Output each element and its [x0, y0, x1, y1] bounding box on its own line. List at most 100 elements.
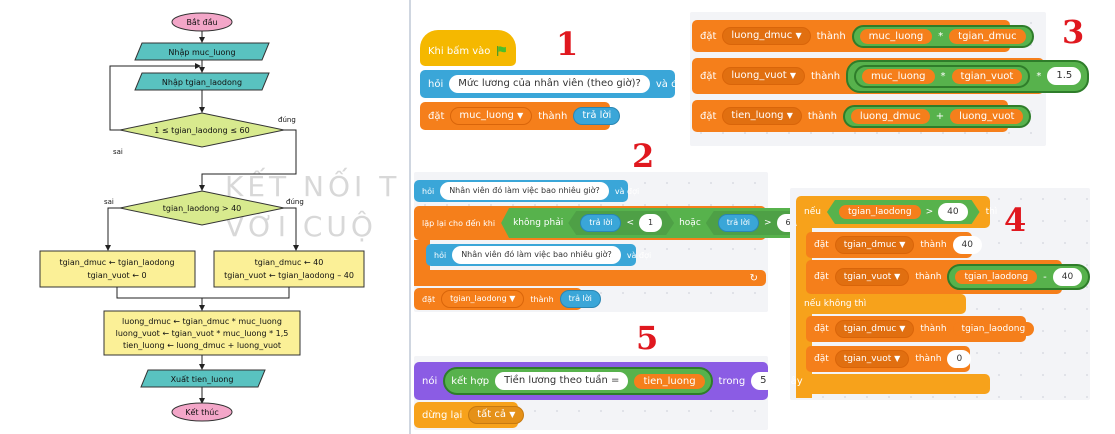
input-tgian-laodong-label: Nhập tgian_laodong — [162, 78, 242, 88]
number-input[interactable]: 40 — [952, 236, 982, 254]
process-calc-line: luong_vuot ← tgian_vuot * muc_luong * 1,… — [116, 329, 289, 338]
variable-name: muc_luong — [459, 110, 514, 121]
variable-dropdown[interactable]: luong_vuot ▼ — [722, 67, 805, 85]
variable-reporter[interactable]: tgian_laodong — [952, 322, 1035, 336]
set-tgian-vuot-block[interactable]: đặt tgian_vuot ▼ thành tgian_laodong - 4… — [806, 260, 1091, 294]
question-input[interactable]: Nhân viên đó làm việc bao nhiêu giờ? — [440, 182, 609, 200]
answer-reporter[interactable]: trả lời — [573, 107, 621, 125]
variable-reporter[interactable]: muc_luong — [859, 28, 933, 44]
variable-dropdown[interactable]: luong_dmuc ▼ — [722, 27, 811, 45]
join-label: kết hợp — [451, 375, 490, 387]
to-label: thành — [810, 70, 841, 82]
variable-name: tgian_vuot — [843, 272, 892, 282]
multiply-operator[interactable]: muc_luong * tgian_vuot — [854, 64, 1031, 88]
ask-label: hỏi — [434, 250, 447, 260]
loop-footer: ↻ — [414, 270, 766, 286]
divider — [409, 0, 411, 434]
variable-name: luong_vuot — [731, 70, 787, 81]
multiply-operator[interactable]: muc_luong * tgian_dmuc — [851, 24, 1034, 48]
repeat-until-block[interactable]: lặp lại cho đến khi không phải trả lời <… — [414, 206, 766, 240]
to-label: thành — [538, 110, 568, 122]
subtract-operator[interactable]: tgian_laodong - 40 — [947, 264, 1091, 290]
repeat-until-label: lặp lại cho đến khi — [422, 218, 496, 228]
less-than-operator[interactable]: trả lời < 1 — [568, 211, 674, 235]
variable-dropdown[interactable]: tgian_dmuc ▼ — [834, 320, 915, 338]
set-luong-dmuc-block[interactable]: đặt luong_dmuc ▼ thành muc_luong * tgian… — [692, 20, 1034, 52]
say-for-secs-block[interactable]: nói kết hợp Tiền lương theo tuần = tien_… — [414, 362, 803, 400]
variable-dropdown[interactable]: tgian_dmuc ▼ — [834, 236, 915, 254]
number-input[interactable]: 40 — [1052, 268, 1083, 286]
answer-reporter[interactable]: trả lời — [718, 214, 759, 232]
hat-label: Khi bấm vào — [428, 45, 491, 57]
variable-reporter[interactable]: tgian_dmuc — [949, 28, 1026, 44]
number-input[interactable]: 1 — [639, 214, 662, 232]
if-else-block[interactable]: nếu tgian_laodong > 40 thì — [796, 196, 997, 228]
set-tgian-dmuc-block[interactable]: đặt tgian_dmuc ▼ thành tgian_laodong — [806, 316, 1035, 342]
variable-dropdown[interactable]: tgian_vuot ▼ — [834, 268, 910, 286]
process-calc-line: luong_dmuc ← tgian_dmuc * muc_luong — [122, 317, 282, 326]
input-tgian-laodong — [134, 72, 270, 91]
or-label: hoặc — [679, 218, 701, 228]
number-input[interactable]: 1.5 — [1047, 67, 1082, 85]
set-label: đặt — [700, 70, 717, 82]
set-tgian-dmuc-block[interactable]: đặt tgian_dmuc ▼ thành 40 — [806, 232, 982, 258]
question-input[interactable]: Nhân viên đó làm việc bao nhiêu giờ? — [452, 246, 621, 264]
stop-option-dropdown[interactable]: tất cả ▼ — [468, 406, 525, 424]
variable-name: tgian_laodong — [450, 294, 507, 303]
chevron-down-icon: ▼ — [789, 71, 796, 80]
no-label: sai — [104, 198, 114, 206]
variable-dropdown[interactable]: muc_luong ▼ — [450, 107, 533, 125]
set-variable-block[interactable]: đặt muc_luong ▼ thành trả lời — [420, 102, 621, 130]
ask-and-wait-block[interactable]: hỏi Nhân viên đó làm việc bao nhiêu giờ?… — [426, 244, 651, 266]
variable-reporter[interactable]: luong_vuot — [950, 108, 1024, 124]
add-operator[interactable]: luong_dmuc + luong_vuot — [842, 104, 1032, 128]
text-input[interactable]: Tiền lương theo tuần = — [495, 372, 629, 390]
decision-range-label: 1 ≤ tgian_laodong ≤ 60 — [154, 126, 249, 135]
start-label: Bắt đầu — [186, 17, 217, 27]
variable-reporter[interactable]: tgian_laodong — [955, 270, 1038, 284]
process-left-line: tgian_dmuc ← tgian_laodong — [59, 258, 174, 267]
answer-reporter[interactable]: trả lời — [580, 214, 621, 232]
variable-dropdown[interactable]: tien_luong ▼ — [722, 107, 802, 125]
variable-reporter[interactable]: muc_luong — [862, 68, 935, 84]
set-tgian-vuot-block[interactable]: đặt tgian_vuot ▼ thành 0 — [806, 346, 972, 372]
variable-reporter[interactable]: luong_dmuc — [850, 108, 930, 124]
gt-label: > — [925, 207, 934, 217]
multiply-operator[interactable]: muc_luong * tgian_vuot * 1.5 — [846, 59, 1090, 93]
flowchart: KẾT NỐI T VỚI CUỘ Bắt đầu Nhập muc_luong… — [39, 12, 396, 422]
not-label: không phải — [513, 218, 564, 228]
greater-than-operator[interactable]: tgian_laodong > 40 — [827, 200, 980, 224]
not-operator[interactable]: không phải trả lời < 1 hoặc trả lời > 60 — [501, 208, 829, 238]
stop-all-block[interactable]: dừng lại tất cả ▼ — [414, 402, 525, 428]
answer-reporter[interactable]: trả lời — [559, 290, 601, 308]
ask-and-wait-block[interactable]: hỏi Nhân viên đó làm việc bao nhiêu giờ?… — [414, 180, 639, 202]
number-input[interactable]: 40 — [938, 203, 967, 221]
variable-name: tgian_dmuc — [843, 240, 897, 250]
input-muc-luong-label: Nhập muc_luong — [168, 48, 235, 58]
question-input[interactable]: Mức lương của nhân viên (theo giờ)? — [449, 75, 650, 93]
ask-and-wait-block[interactable]: hỏi Mức lương của nhân viên (theo giờ)? … — [420, 70, 686, 98]
process-left — [39, 250, 196, 288]
join-operator[interactable]: kết hợp Tiền lương theo tuần = tien_luon… — [443, 367, 713, 395]
set-luong-vuot-block[interactable]: đặt luong_vuot ▼ thành muc_luong * tgian… — [692, 58, 1090, 94]
seconds-input[interactable]: 5 — [751, 372, 776, 390]
label-4: 4 — [1004, 201, 1027, 239]
operator-symbol: * — [940, 70, 946, 82]
when-flag-clicked-block[interactable]: Khi bấm vào — [420, 30, 516, 66]
variable-reporter[interactable]: tgian_vuot — [951, 68, 1023, 84]
variable-reporter[interactable]: tgian_laodong — [839, 205, 921, 219]
variable-dropdown[interactable]: tgian_laodong ▼ — [441, 290, 525, 308]
set-tien-luong-block[interactable]: đặt tien_luong ▼ thành luong_dmuc + luon… — [692, 100, 1032, 132]
green-flag-icon — [497, 46, 507, 56]
say-label: nói — [422, 375, 438, 387]
variable-dropdown[interactable]: tgian_vuot ▼ — [834, 350, 910, 368]
number-input[interactable]: 0 — [947, 350, 972, 368]
variable-name: tgian_dmuc — [843, 324, 897, 334]
ask-label: hỏi — [422, 186, 435, 196]
chevron-down-icon: ▼ — [795, 31, 802, 40]
variable-reporter[interactable]: tien_luong — [634, 373, 705, 389]
operator-symbol: * — [938, 30, 944, 42]
variable-name: tgian_vuot — [843, 354, 892, 364]
input-muc-luong — [134, 42, 270, 61]
set-variable-block[interactable]: đặt tgian_laodong ▼ thành trả lời — [414, 288, 601, 310]
